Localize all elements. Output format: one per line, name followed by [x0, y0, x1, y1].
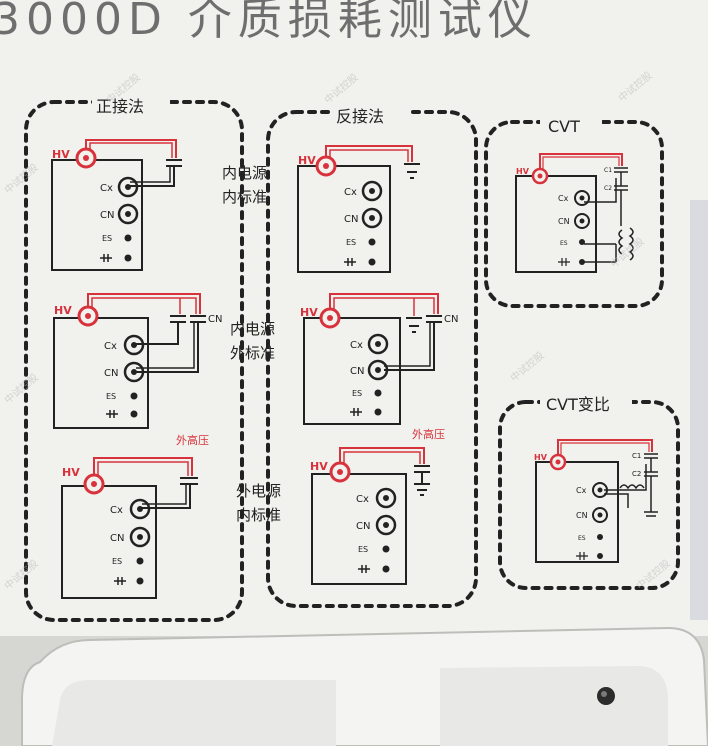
- cx-label: Cx: [356, 494, 369, 505]
- es-label: ES: [560, 240, 568, 247]
- ext-hv-label: 外高压: [176, 433, 209, 447]
- hv-label: HV: [298, 154, 316, 167]
- diagram-zheng-int-int: HV Cx CN ES: [51, 139, 182, 271]
- printer-slot-right: [440, 666, 668, 746]
- section-title-zheng: 正接法: [96, 97, 144, 116]
- c1-label: C1: [604, 167, 612, 174]
- mode-label-2-line2: 外标准: [230, 344, 275, 362]
- mode-label-2-line1: 内电源: [230, 320, 275, 338]
- diagram-fan-ext-int: HV 外高压 Cx CN ES: [310, 427, 445, 585]
- panel-right-edge: [690, 200, 708, 620]
- c2-label: C2: [632, 470, 641, 478]
- es-label: ES: [358, 545, 368, 554]
- section-title-fan: 反接法: [336, 107, 384, 126]
- cx-label: Cx: [100, 183, 113, 194]
- cn-label: CN: [576, 511, 588, 520]
- es-label: ES: [352, 389, 362, 398]
- hv-label: HV: [300, 306, 318, 319]
- cx-label: Cx: [110, 505, 123, 516]
- hv-label: HV: [54, 304, 72, 317]
- mode-label-1-line2: 内标准: [222, 188, 267, 206]
- cn-label: CN: [104, 368, 118, 379]
- mode-label-1-line1: 内电源: [222, 164, 267, 182]
- diagram-zheng-int-ext: HV CN Cx CN ES: [53, 293, 222, 429]
- es-label: ES: [346, 238, 356, 247]
- cn-cap-label: CN: [208, 314, 222, 325]
- es-label: ES: [112, 557, 122, 566]
- cn-label: CN: [356, 521, 370, 532]
- cx-label: Cx: [344, 187, 357, 198]
- ext-hv-label: 外高压: [412, 427, 445, 441]
- diagram-zheng-ext-int: HV 外高压 Cx CN ES: [61, 433, 209, 599]
- es-label: ES: [102, 234, 112, 243]
- diagram-fan-int-ext: HV CN Cx CN ES: [300, 293, 458, 425]
- hv-label: HV: [516, 167, 530, 176]
- cn-label: CN: [344, 214, 358, 225]
- diagram-cvt: HV C1 C2 Cx CN ES: [515, 153, 634, 273]
- cn-label: CN: [558, 217, 570, 226]
- section-title-cvt-ratio: CVT变比: [546, 395, 610, 414]
- c2-label: C2: [604, 185, 612, 192]
- section-title-cvt: CVT: [548, 117, 580, 136]
- device-title: 3000D 介质损耗测试仪: [0, 0, 538, 45]
- mode-label-3-line1: 外电源: [236, 482, 281, 500]
- cn-label: CN: [350, 366, 364, 377]
- hv-label: HV: [62, 466, 80, 479]
- cx-label: Cx: [350, 340, 363, 351]
- diagram-fan-int-int: HV Cx CN ES: [297, 145, 420, 273]
- cx-label: Cx: [576, 486, 587, 495]
- es-label: ES: [106, 392, 116, 401]
- cn-cap-label: CN: [444, 314, 458, 325]
- c1-label: C1: [632, 452, 641, 460]
- hv-label: HV: [534, 453, 548, 462]
- mode-label-3-line2: 内标准: [236, 506, 281, 524]
- hv-label: HV: [52, 148, 70, 161]
- es-label: ES: [578, 535, 586, 542]
- cx-label: Cx: [558, 194, 569, 203]
- cn-label: CN: [100, 210, 114, 221]
- diagram-cvt-ratio: HV C1 C2 Cx CN ES: [534, 439, 658, 563]
- cn-label: CN: [110, 533, 124, 544]
- cx-label: Cx: [104, 341, 117, 352]
- printer-slot-inner: [52, 680, 336, 746]
- hv-label: HV: [310, 460, 328, 473]
